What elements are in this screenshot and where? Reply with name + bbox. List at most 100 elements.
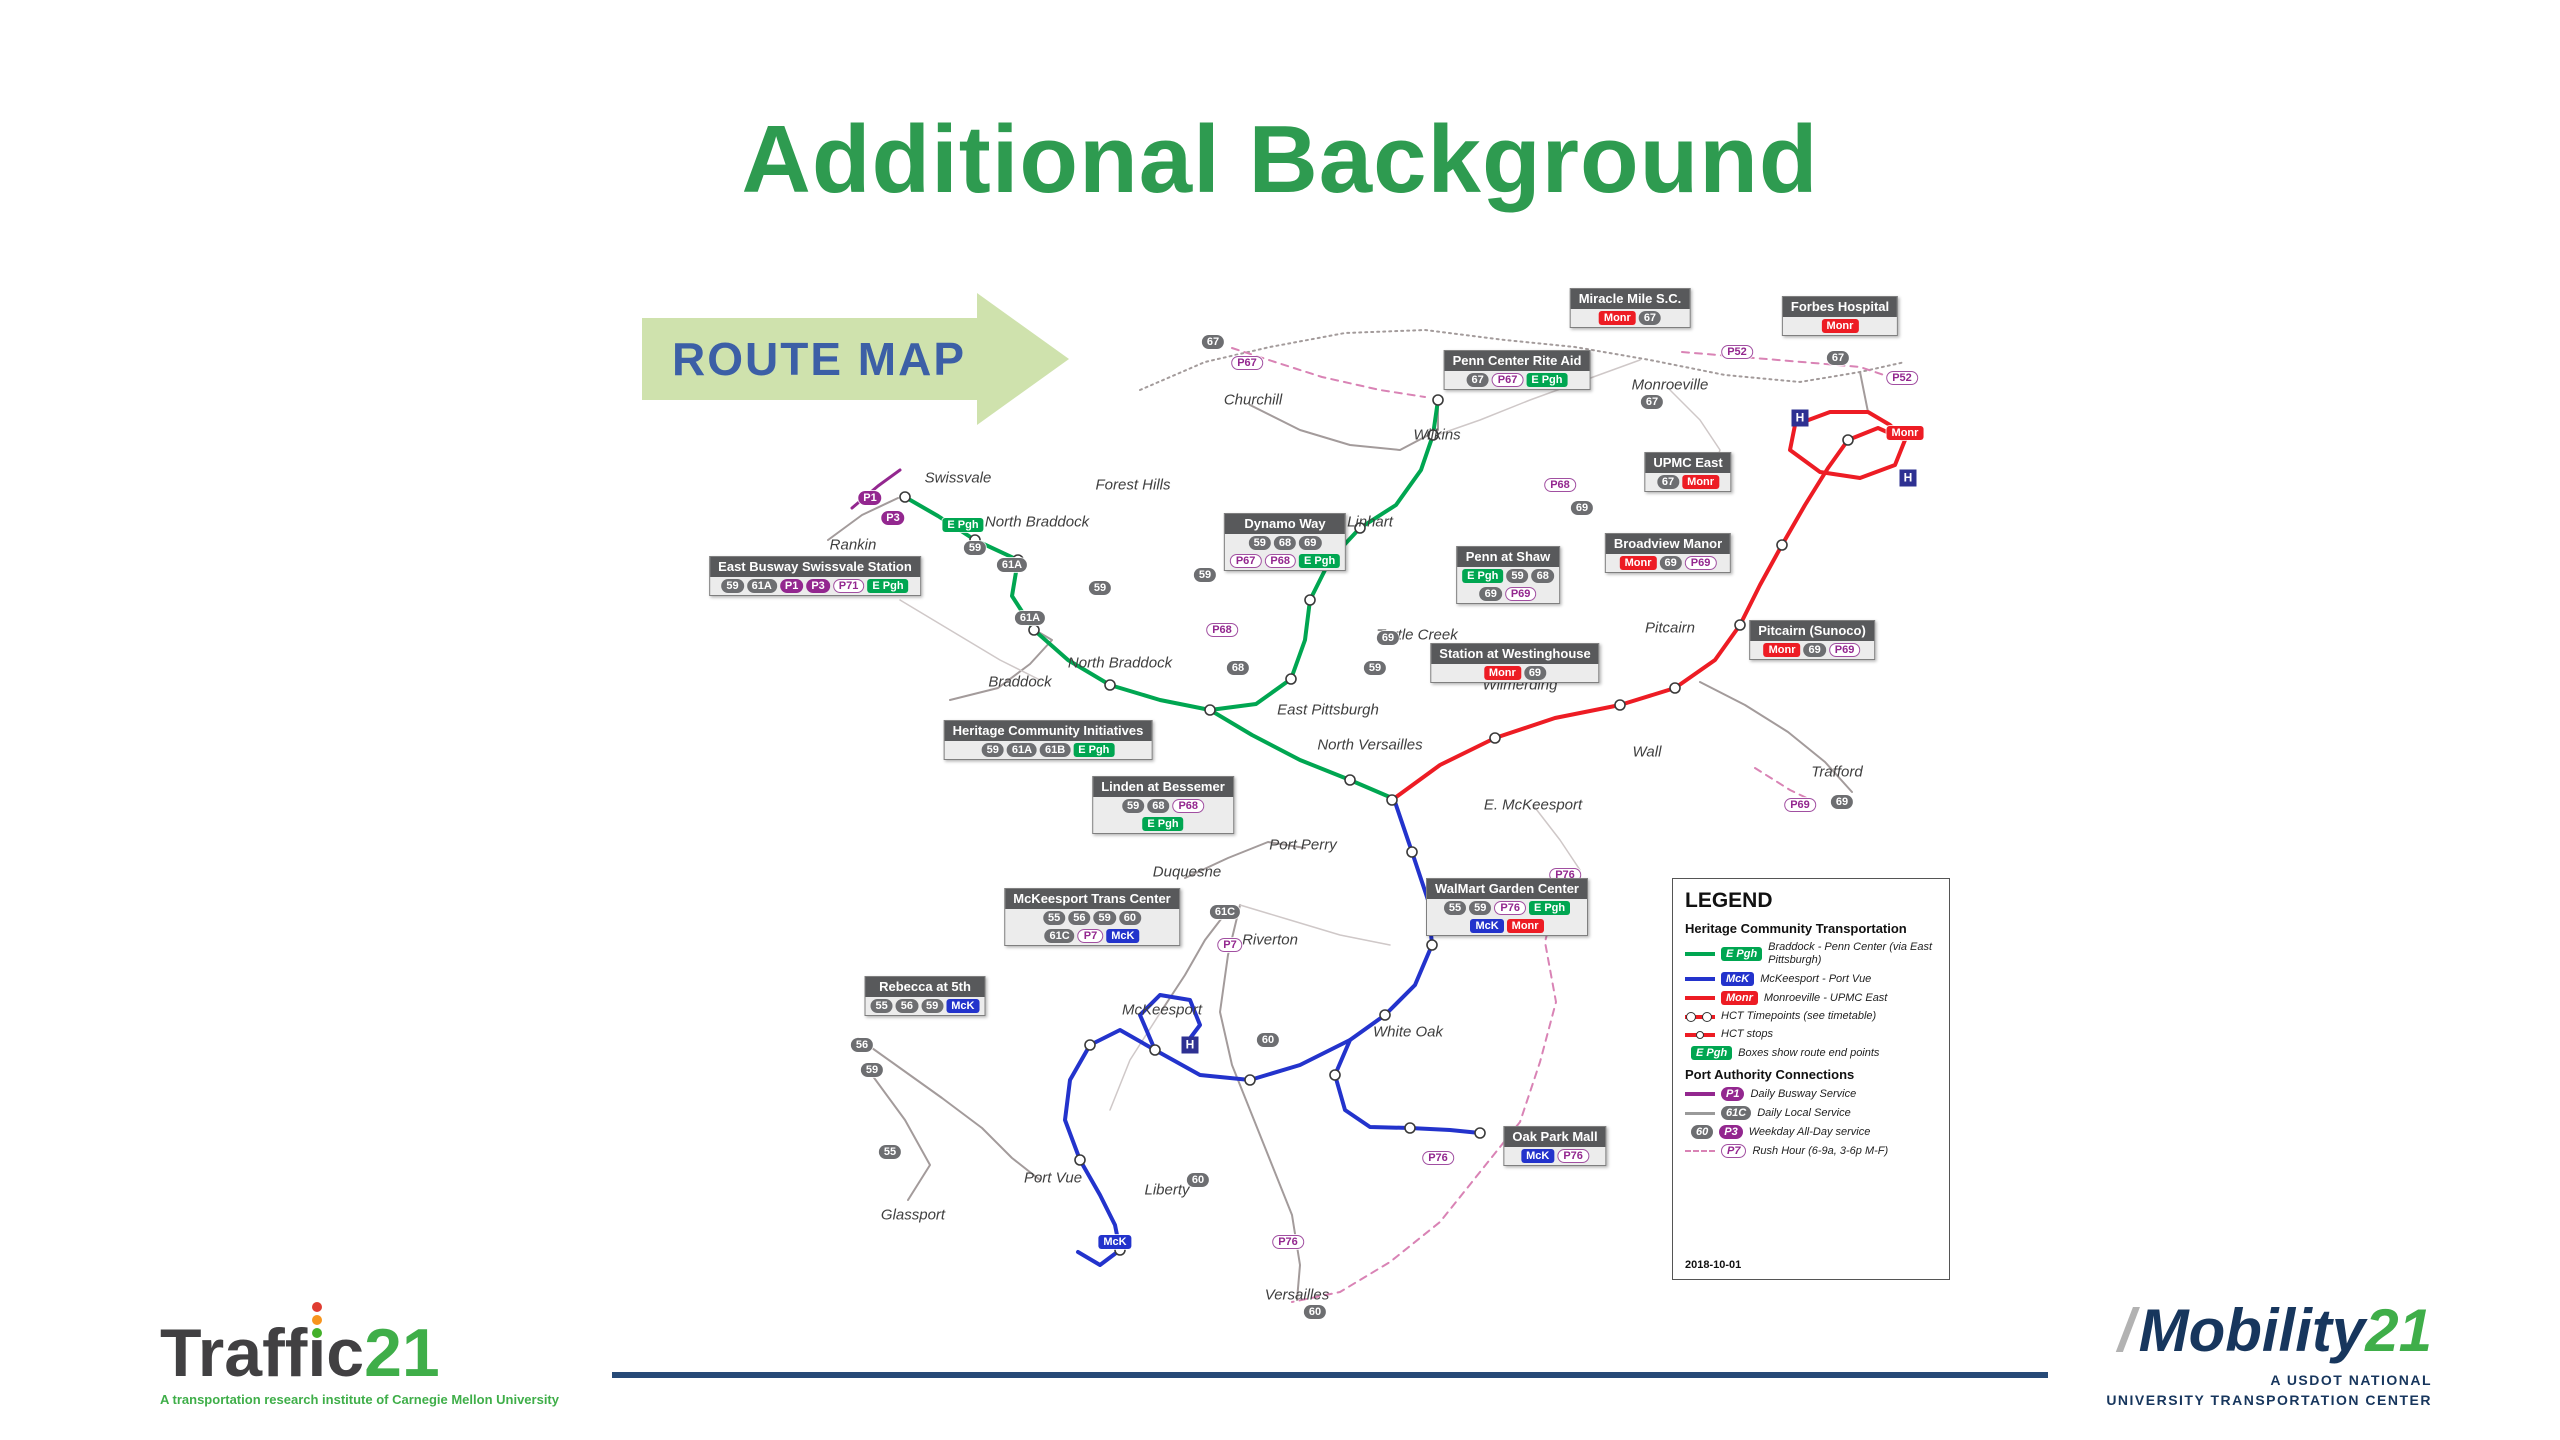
- route-badge-59: 59: [1093, 911, 1116, 925]
- route-badge-p68: P68: [1264, 554, 1296, 568]
- town-label: McKeesport: [1121, 1001, 1203, 1019]
- traffic21-text-b: c: [326, 1315, 365, 1391]
- route-badge-59: 59: [1088, 581, 1112, 595]
- town-label: Trafford: [1811, 763, 1863, 781]
- town-label: Churchill: [1223, 391, 1283, 409]
- route-badge-68: 68: [1531, 569, 1554, 583]
- route-badge-p71: P71: [832, 579, 865, 593]
- route-badge-67: 67: [1638, 311, 1662, 325]
- route-badge-p69: P69: [1684, 556, 1717, 570]
- route-badge-p76: P76: [1557, 1149, 1589, 1163]
- legend-row-text: Boxes show route end points: [1738, 1046, 1880, 1059]
- legend-section-port-authority: Port Authority Connections: [1685, 1067, 1855, 1082]
- route-badge-59: 59: [1469, 901, 1492, 915]
- legend-row-text: McKeesport - Port Vue: [1760, 972, 1872, 985]
- stop-name: Heritage Community Initiatives: [944, 721, 1152, 741]
- station-h-icon: H: [1899, 469, 1917, 487]
- route-badge-mck: McK: [1470, 919, 1504, 933]
- traffic-light-yellow-icon: [311, 1314, 322, 1325]
- route-badge-68: 68: [1273, 536, 1297, 550]
- route-badge-p52: P52: [1721, 345, 1753, 359]
- legend-row-text: Weekday All-Day service: [1748, 1125, 1871, 1138]
- route-badge-61c: 61C: [1209, 905, 1241, 919]
- route-badge-p67: P67: [1229, 554, 1262, 568]
- route-badge-e-pgh: E Pgh: [1721, 947, 1763, 961]
- route-badge-59: 59: [963, 541, 987, 555]
- town-label: Wilkins: [1413, 426, 1461, 444]
- route-badge-e-pgh: E Pgh: [1462, 569, 1504, 583]
- traffic21-letter-i: ı: [307, 1301, 326, 1388]
- town-label: Braddock: [988, 673, 1052, 691]
- traffic-light-dots-icon: [311, 1301, 322, 1338]
- legend-date: 2018-10-01: [1685, 1259, 1742, 1271]
- legend-row-text: Rush Hour (6-9a, 3-6p M-F): [1752, 1144, 1889, 1157]
- route-badge-56: 56: [895, 999, 919, 1013]
- route-badge-67: 67: [1640, 395, 1664, 409]
- stop-name: Dynamo Way: [1224, 514, 1346, 534]
- route-badge-61a: 61A: [1014, 611, 1046, 625]
- route-badge-p52: P52: [1886, 371, 1918, 385]
- traffic21-number: 21: [364, 1315, 440, 1391]
- route-badge-monr: Monr: [1763, 643, 1801, 657]
- stop-name: East Busway Swissvale Station: [710, 557, 920, 577]
- route-badge-mck: McK: [1521, 1149, 1555, 1163]
- legend-swatch-ln-red: [1685, 996, 1715, 1000]
- legend-row: HCT stops: [1685, 1028, 1937, 1041]
- route-badge-68: 68: [1226, 661, 1250, 675]
- station-h-icon: H: [1791, 409, 1809, 427]
- route-badge-p76: P76: [1272, 1235, 1304, 1249]
- legend-swatch-tp: [1685, 1011, 1715, 1022]
- route-badge-p69: P69: [1828, 643, 1861, 657]
- route-badge-69: 69: [1376, 631, 1400, 645]
- route-badge-p67: P67: [1231, 356, 1263, 370]
- route-badge-61c: 61C: [1721, 1106, 1752, 1120]
- route-map-label: ROUTE MAP: [672, 333, 966, 385]
- town-label: Port Vue: [1023, 1169, 1083, 1187]
- town-label: E. McKeesport: [1483, 796, 1583, 814]
- legend-swatch-ln-gray: [1685, 1111, 1715, 1115]
- route-badge-e-pgh: E Pgh: [942, 518, 984, 532]
- route-badge-55: 55: [870, 999, 893, 1013]
- route-badge-mck: McK: [1098, 1235, 1132, 1249]
- route-badge-69: 69: [1659, 556, 1682, 570]
- town-label: Rankin: [829, 536, 877, 554]
- route-badge-mck: McK: [1721, 972, 1755, 986]
- mobility21-tagline: A USDOT NATIONAL UNIVERSITY TRANSPORTATI…: [2106, 1370, 2432, 1410]
- route-badge-p7: P7: [1721, 1144, 1747, 1158]
- town-label: White Oak: [1372, 1023, 1444, 1041]
- route-badge-59: 59: [981, 743, 1004, 757]
- route-badge-69: 69: [1570, 501, 1594, 515]
- station-h-icon: H: [1181, 1036, 1199, 1054]
- mobility21-tagline-line1: A USDOT NATIONAL: [2270, 1372, 2432, 1388]
- route-badge-68: 68: [1147, 799, 1170, 813]
- route-badge-69: 69: [1299, 536, 1322, 550]
- town-label: Linhart: [1347, 513, 1393, 531]
- route-badge-e-pgh: E Pgh: [1528, 901, 1571, 915]
- town-label: North Braddock: [984, 513, 1090, 531]
- route-badge-p1: P1: [1721, 1087, 1745, 1101]
- legend-row-text: Daily Local Service: [1757, 1106, 1851, 1119]
- route-badge-60: 60: [1256, 1033, 1280, 1047]
- legend-title: LEGEND: [1685, 889, 1773, 912]
- route-badge-59: 59: [921, 999, 944, 1013]
- route-badge-61a: 61A: [746, 579, 777, 593]
- legend-section-hct: Heritage Community Transportation: [1685, 921, 1907, 936]
- route-badge-69: 69: [1830, 795, 1854, 809]
- mobility21-name: Mobility: [2138, 1297, 2366, 1364]
- route-badge-p68: P68: [1544, 478, 1576, 492]
- route-badge-p1: P1: [779, 579, 804, 593]
